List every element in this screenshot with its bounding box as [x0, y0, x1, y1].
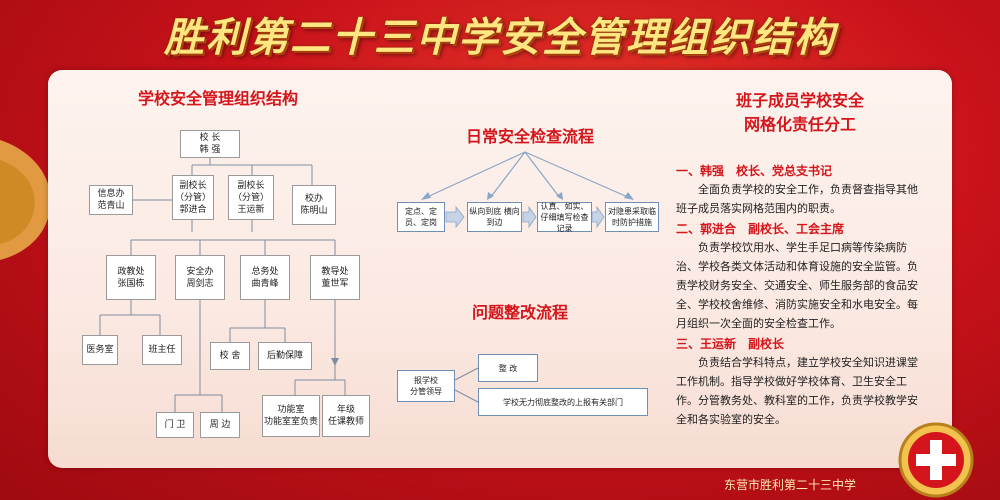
vice-principal-1-box: 副校长 （分管） 郭进合: [172, 175, 214, 220]
page-title: 胜利第二十三中学安全管理组织结构: [164, 15, 836, 61]
clinic-box: 医务室: [82, 335, 118, 365]
resp-section-3-title: 三、王运新 副校长: [676, 337, 785, 351]
grade-title: 年级: [336, 405, 355, 415]
info-office-box: 信息办 范青山: [89, 185, 133, 215]
function-rooms-box: 功能室 功能室室负责: [262, 395, 320, 437]
report-leader-line2: 分管领导: [410, 387, 442, 396]
school-name-footer: 东营市胜利第二十三中学: [723, 478, 856, 492]
principal-name: 韩 强: [199, 145, 221, 155]
resp-section-2-title: 二、郭进合 副校长、工会主席: [676, 222, 845, 236]
vp1-name: 郭进合: [179, 204, 207, 215]
principal-title: 校 长: [199, 133, 221, 143]
general-affairs-title: 总务处: [251, 266, 279, 277]
red-cross-emblem-icon: [898, 422, 974, 498]
guard-label: 门 卫: [164, 420, 186, 430]
class-teacher-label: 班主任: [148, 345, 176, 355]
dorm-box: 校 舍: [210, 342, 250, 370]
vp1-title: 副校长: [179, 180, 207, 191]
politics-name: 张国栋: [117, 278, 145, 289]
dorm-label: 校 舍: [219, 351, 241, 361]
daily-step-1: 定点、定员、定岗: [397, 202, 445, 232]
general-affairs-box: 总务处 曲青峰: [240, 255, 290, 300]
resp-section-1-title: 一、韩强 校长、党总支书记: [676, 164, 833, 178]
vp2-name: 王运新: [237, 204, 265, 215]
guard-box: 门 卫: [156, 412, 194, 438]
responsibility-heading-line1: 班子成员学校安全: [735, 91, 864, 110]
clinic-label: 医务室: [86, 345, 114, 355]
daily-step-2: 纵向到底 横向到边: [467, 202, 522, 232]
vp2-title: 副校长: [237, 180, 265, 191]
org-chart-heading: 学校安全管理组织结构: [137, 89, 298, 108]
report-leader-line1: 报学校: [414, 376, 438, 385]
responsibility-list: 一、韩强 校长、党总支书记 全面负责学校的安全工作，负责督查指导其他班子成员落实…: [676, 160, 922, 429]
teaching-dept-box: 教导处 董世军: [310, 255, 360, 300]
logistics-box: 后勤保障: [258, 342, 312, 370]
politics-dept-box: 政教处 张国栋: [106, 255, 156, 300]
grade-teachers: 任课教师: [327, 417, 364, 427]
surroundings-label: 周 边: [209, 420, 231, 430]
class-teacher-box: 班主任: [142, 335, 182, 365]
surroundings-box: 周 边: [200, 412, 240, 438]
daily-step-3: 认真、如实、仔细填写检查记录: [537, 202, 592, 233]
function-rooms-owner: 功能室室负责: [263, 417, 318, 427]
safety-office-box: 安全办 周剑志: [175, 255, 225, 300]
politics-title: 政教处: [117, 266, 145, 277]
resp-section-3-body: 负责结合学科特点，建立学校安全知识进课堂工作机制。指导学校做好学校体育、卫生安全…: [676, 356, 918, 426]
vp2-role: （分管）: [232, 192, 269, 203]
daily-step-4: 对隐患采取临时防护措施: [605, 202, 659, 232]
safety-name: 周剑志: [186, 278, 214, 289]
report-leader-box: 报学校 分管领导: [397, 370, 455, 402]
escalate-box: 学校无力彻底整改的上报有关部门: [478, 388, 648, 416]
resp-section-2-body: 负责学校饮用水、学生手足口病等传染病防治、学校各类文体活动和体育设施的安全监管。…: [676, 241, 918, 330]
teaching-name: 董世军: [321, 278, 349, 289]
logistics-label: 后勤保障: [266, 351, 303, 361]
vp1-role: （分管）: [174, 192, 211, 203]
function-rooms-title: 功能室: [277, 405, 305, 415]
school-office-title: 校办: [304, 194, 323, 204]
vice-principal-2-box: 副校长 （分管） 王运新: [228, 175, 274, 220]
responsibility-heading-line2: 网格化责任分工: [743, 115, 856, 134]
daily-flow-heading: 日常安全检查流程: [465, 127, 594, 146]
safety-title: 安全办: [186, 266, 214, 277]
school-office-box: 校办 陈明山: [292, 185, 336, 225]
teaching-title: 教导处: [321, 266, 349, 277]
general-affairs-name: 曲青峰: [251, 278, 279, 289]
golden-wing-ornament: [0, 140, 51, 260]
school-office-name: 陈明山: [300, 206, 328, 216]
principal-box: 校 长 韩 强: [180, 130, 240, 158]
info-office-name: 范青山: [97, 201, 125, 211]
info-office-title: 信息办: [97, 189, 125, 199]
rectify-flow-heading: 问题整改流程: [471, 303, 568, 322]
resp-section-1-body: 全面负责学校的安全工作，负责督查指导其他班子成员落实网格范围内的职责。: [676, 183, 918, 215]
rectify-box: 整 改: [478, 354, 538, 382]
grade-box: 年级 任课教师: [322, 395, 370, 437]
